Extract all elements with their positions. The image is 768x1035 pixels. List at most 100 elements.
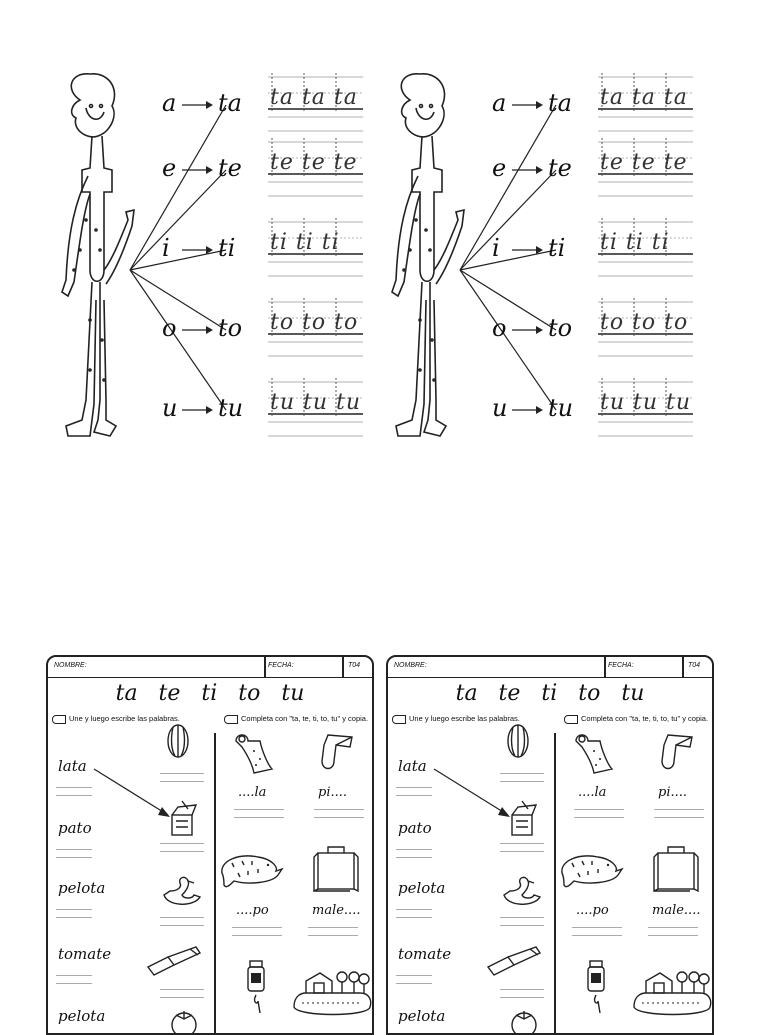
branch-line — [129, 249, 227, 271]
writing-line[interactable] — [234, 809, 284, 810]
writing-line[interactable] — [160, 851, 204, 852]
tracing-lines — [268, 138, 363, 197]
arrow-right-icon — [182, 101, 213, 109]
completion-3: ....po — [236, 903, 269, 918]
writing-line[interactable] — [314, 817, 364, 818]
writing-line[interactable] — [314, 809, 364, 810]
word-1: lata — [58, 757, 87, 775]
writing-line[interactable] — [396, 857, 432, 858]
can-icon — [511, 800, 538, 836]
instruction-left: Une y luego escribe las palabras. — [392, 714, 520, 724]
matching-line — [93, 768, 170, 817]
writing-line[interactable] — [500, 843, 544, 844]
vowel-letter: u — [162, 394, 178, 422]
matching-line — [433, 768, 510, 817]
worksheet-header: NOMBRE:FECHA:T04 — [48, 657, 372, 678]
writing-line[interactable] — [500, 917, 544, 918]
writing-line[interactable] — [572, 927, 622, 928]
scroll-icon — [235, 734, 274, 774]
arrow-right-icon — [182, 166, 213, 174]
column-divider — [554, 733, 556, 1033]
vowel-letter: i — [162, 234, 170, 262]
writing-line[interactable] — [56, 975, 92, 976]
syllable: ta — [218, 89, 242, 117]
syllable: ta — [548, 89, 572, 117]
word-4: tomate — [58, 945, 112, 963]
writing-line[interactable] — [160, 997, 204, 998]
writing-line[interactable] — [56, 909, 92, 910]
writing-line[interactable] — [572, 935, 622, 936]
writing-line[interactable] — [574, 809, 624, 810]
writing-line[interactable] — [396, 849, 432, 850]
writing-line[interactable] — [308, 927, 358, 928]
trace-syllables: to to to — [600, 310, 689, 335]
date-label: FECHA: — [608, 662, 634, 669]
arrow-right-icon — [182, 246, 213, 254]
branch-line — [459, 269, 557, 331]
completion-3: ....po — [576, 903, 609, 918]
writing-line[interactable] — [500, 997, 544, 998]
writing-line[interactable] — [500, 851, 544, 852]
pipe-icon — [321, 734, 353, 770]
trace-syllables: te te te — [600, 150, 688, 175]
writing-line[interactable] — [654, 817, 704, 818]
writing-line[interactable] — [308, 935, 358, 936]
writing-line[interactable] — [56, 917, 92, 918]
trace-syllables: ti ti ti — [600, 230, 670, 255]
instruction-right: Completa con "ta, te, ti, to, tu" y copi… — [564, 714, 708, 724]
tracing-lines — [598, 73, 693, 132]
writing-line[interactable] — [160, 773, 204, 774]
writing-line[interactable] — [56, 849, 92, 850]
writing-line[interactable] — [56, 857, 92, 858]
arrow-right-icon — [182, 406, 213, 414]
word-3: pelota — [398, 879, 446, 897]
writing-line[interactable] — [234, 817, 284, 818]
writing-line[interactable] — [232, 927, 282, 928]
writing-line[interactable] — [160, 843, 204, 844]
writing-line[interactable] — [648, 927, 698, 928]
tracing-lines — [598, 378, 693, 437]
mole-icon — [221, 855, 284, 888]
syllable: ti — [218, 234, 236, 262]
writing-line[interactable] — [56, 795, 92, 796]
worksheet-header: NOMBRE:FECHA:T04 — [388, 657, 712, 678]
tracing-lines — [598, 218, 693, 277]
writing-line[interactable] — [56, 787, 92, 788]
trace-syllables: ti ti ti — [270, 230, 340, 255]
writing-line[interactable] — [500, 781, 544, 782]
worksheet-title: ta te ti to tu — [115, 681, 305, 706]
writing-line[interactable] — [396, 975, 432, 976]
writing-line[interactable] — [160, 925, 204, 926]
trace-syllables: ta ta ta — [600, 85, 688, 110]
trace-syllables: to to to — [270, 310, 359, 335]
writing-line[interactable] — [654, 809, 704, 810]
writing-line[interactable] — [160, 781, 204, 782]
writing-line[interactable] — [574, 817, 624, 818]
suitcase-icon — [653, 846, 699, 893]
branch-line — [129, 269, 227, 411]
writing-line[interactable] — [500, 989, 544, 990]
completion-4: male.... — [652, 903, 701, 918]
writing-line[interactable] — [396, 787, 432, 788]
watermelon-icon — [167, 724, 189, 758]
writing-line[interactable] — [500, 925, 544, 926]
sheet-code: T04 — [688, 662, 701, 669]
writing-line[interactable] — [56, 983, 92, 984]
writing-line[interactable] — [396, 983, 432, 984]
writing-line[interactable] — [396, 909, 432, 910]
writing-line[interactable] — [396, 795, 432, 796]
completion-1: ....la — [238, 785, 267, 800]
branch-arrows — [459, 104, 557, 411]
writing-line[interactable] — [396, 917, 432, 918]
pipe-icon — [661, 734, 693, 770]
tracing-lines — [268, 73, 363, 132]
writing-line[interactable] — [500, 773, 544, 774]
trace-syllables: tu tu tu — [270, 390, 362, 415]
writing-line[interactable] — [232, 935, 282, 936]
writing-line[interactable] — [160, 917, 204, 918]
writing-line[interactable] — [160, 989, 204, 990]
writing-line[interactable] — [648, 935, 698, 936]
word-2: pato — [398, 819, 432, 837]
vowel-letter: i — [492, 234, 500, 262]
